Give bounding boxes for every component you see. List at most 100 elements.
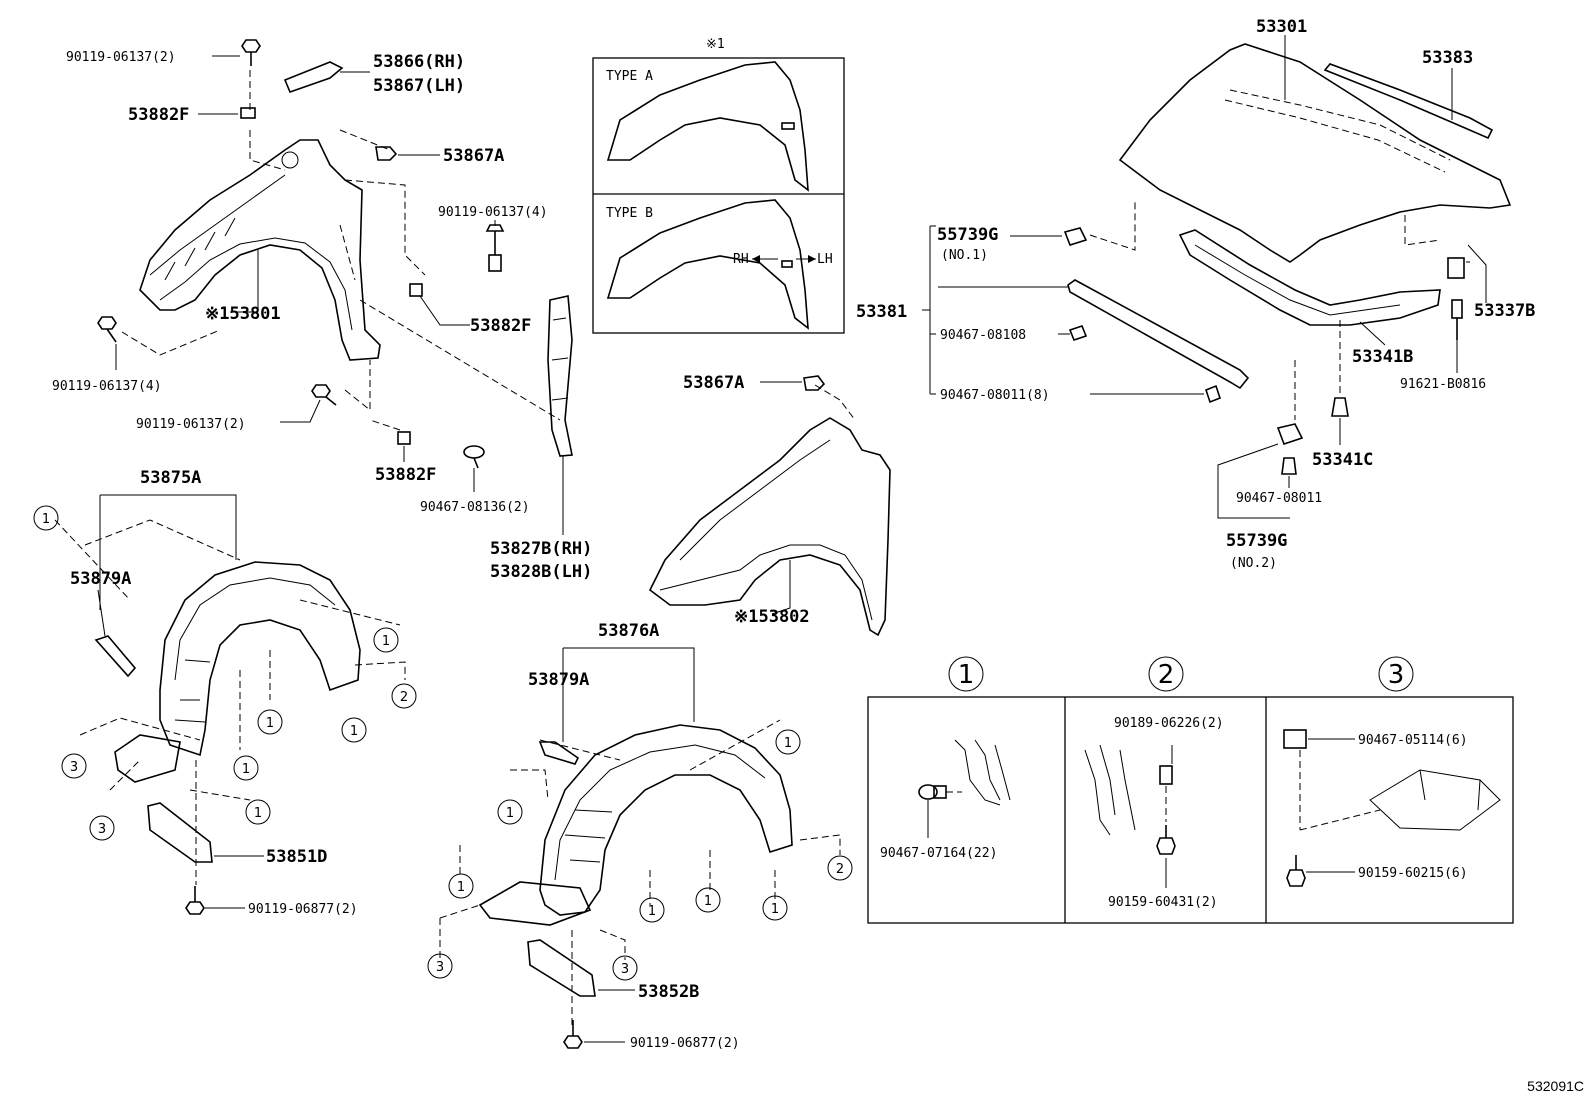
label-53867A-top: 53867A bbox=[443, 146, 504, 166]
callout-1-g: 1 bbox=[775, 729, 801, 755]
rh-lh-arrows bbox=[752, 255, 816, 263]
svg-text:1: 1 bbox=[382, 634, 390, 649]
svg-text:3: 3 bbox=[1388, 660, 1405, 690]
front-fender-53801 bbox=[121, 70, 561, 431]
label-53875A: 53875A bbox=[140, 468, 201, 488]
label-53876A: 53876A bbox=[598, 621, 659, 641]
clip-53341C bbox=[1331, 397, 1349, 417]
callout-1-e: 1 bbox=[233, 755, 259, 781]
svg-text:3: 3 bbox=[70, 760, 78, 775]
label-90467-08011-8: 90467-08011(8) bbox=[940, 388, 1050, 403]
label-90119-06137-4-left: 90119-06137(4) bbox=[52, 379, 162, 394]
svg-text:1: 1 bbox=[958, 660, 975, 690]
cover-53851D bbox=[147, 802, 213, 863]
callout-1-b: 1 bbox=[373, 627, 399, 653]
label-53866: 53866(RH) bbox=[373, 52, 465, 72]
hinge-plate-55739G-1 bbox=[1063, 227, 1088, 246]
svg-text:2: 2 bbox=[836, 862, 844, 877]
label-detail1-bolt: 90467-07164(22) bbox=[880, 846, 997, 861]
callout-1-i: 1 bbox=[448, 873, 474, 899]
label-no2: (NO.2) bbox=[1230, 556, 1277, 571]
label-53383: 53383 bbox=[1422, 48, 1473, 68]
label-detail3-bot: 90159-60215(6) bbox=[1358, 866, 1468, 881]
seal-53882F-top bbox=[240, 107, 256, 119]
detail-panel bbox=[867, 696, 1514, 924]
bumper-53337B bbox=[1447, 257, 1465, 279]
svg-text:3: 3 bbox=[436, 960, 444, 975]
label-90119-06137-2-mid: 90119-06137(2) bbox=[136, 417, 246, 432]
support-bar-53381 bbox=[1067, 279, 1250, 390]
svg-text:1: 1 bbox=[42, 512, 50, 527]
callout-2-a: 2 bbox=[391, 683, 417, 709]
label-55739G-1: 55739G bbox=[937, 225, 998, 245]
label-lh: LH bbox=[817, 252, 833, 267]
callout-3-a: 3 bbox=[61, 753, 87, 779]
svg-text:1: 1 bbox=[266, 716, 274, 731]
svg-text:2: 2 bbox=[1158, 660, 1175, 690]
label-53852B: 53852B bbox=[638, 982, 699, 1002]
clip-90467-08108 bbox=[1068, 325, 1088, 341]
label-detail2-bot: 90159-60431(2) bbox=[1108, 895, 1218, 910]
svg-text:1: 1 bbox=[457, 880, 465, 895]
label-rh: RH bbox=[733, 252, 749, 267]
label-detail2-top: 90189-06226(2) bbox=[1114, 716, 1224, 731]
clip-90467-08011 bbox=[1281, 457, 1297, 475]
label-53801: ※153801 bbox=[205, 304, 281, 324]
clip-90467-08136 bbox=[463, 445, 485, 469]
seal-53882F-mid bbox=[409, 283, 423, 297]
svg-text:3: 3 bbox=[621, 962, 629, 977]
seal-53882F-bot bbox=[397, 431, 411, 445]
svg-text:1: 1 bbox=[648, 904, 656, 919]
svg-text:2: 2 bbox=[400, 690, 408, 705]
front-fender-53802 bbox=[648, 384, 891, 637]
bolt-90119-06137-top bbox=[241, 39, 261, 66]
leader-lines bbox=[97, 35, 1487, 1043]
callout-1-a: 1 bbox=[33, 505, 59, 531]
bracket-53879A-left bbox=[94, 635, 137, 678]
label-53802: ※153802 bbox=[734, 607, 810, 627]
svg-text:1: 1 bbox=[254, 806, 262, 821]
svg-text:1: 1 bbox=[242, 762, 250, 777]
fender-liner-53875A bbox=[54, 519, 406, 801]
label-53337B: 53337B bbox=[1474, 301, 1535, 321]
svg-text:1: 1 bbox=[506, 806, 514, 821]
label-53882F-bot: 53882F bbox=[375, 465, 436, 485]
svg-text:3: 3 bbox=[98, 822, 106, 837]
bolt-90119-06877-mid bbox=[563, 1020, 583, 1049]
svg-text:1: 1 bbox=[704, 894, 712, 909]
label-53381: 53381 bbox=[856, 302, 907, 322]
svg-text:1: 1 bbox=[784, 736, 792, 751]
clip-53866-53867 bbox=[283, 61, 344, 94]
detail-header-2: 2 bbox=[1148, 656, 1184, 692]
label-53851D: 53851D bbox=[266, 847, 327, 867]
label-type-b: TYPE B bbox=[606, 206, 653, 221]
callout-3-c: 3 bbox=[427, 953, 453, 979]
label-53341C: 53341C bbox=[1312, 450, 1373, 470]
label-91621-B0816: 91621-B0816 bbox=[1400, 377, 1486, 392]
part-labels: 90119-06137(2) 53866(RH) 53867(LH) 53882… bbox=[52, 17, 1584, 1094]
bolt-90119-06137-left bbox=[97, 316, 117, 343]
splash-guard-mid bbox=[478, 881, 592, 926]
label-55739G-2: 55739G bbox=[1226, 531, 1287, 551]
callout-1-f: 1 bbox=[245, 799, 271, 825]
svg-text:1: 1 bbox=[771, 902, 779, 917]
label-53341B: 53341B bbox=[1352, 347, 1413, 367]
label-53828B: 53828B(LH) bbox=[490, 562, 592, 582]
label-53882F-mid: 53882F bbox=[470, 316, 531, 336]
callout-3-b: 3 bbox=[89, 815, 115, 841]
inset-title: ※1 bbox=[706, 37, 725, 52]
callout-1-k: 1 bbox=[639, 897, 665, 923]
label-53879A-mid: 53879A bbox=[528, 670, 589, 690]
callout-1-j: 1 bbox=[695, 887, 721, 913]
label-90119-06137-2-top: 90119-06137(2) bbox=[66, 50, 176, 65]
label-53867A-mid: 53867A bbox=[683, 373, 744, 393]
label-90119-06137-4-mid: 90119-06137(4) bbox=[438, 205, 548, 220]
callout-1-l: 1 bbox=[762, 895, 788, 921]
bolt-90119-06137-mid bbox=[485, 224, 505, 272]
label-53827B: 53827B(RH) bbox=[490, 539, 592, 559]
label-90467-08108: 90467-08108 bbox=[940, 328, 1026, 343]
label-90119-06877-mid: 90119-06877(2) bbox=[630, 1036, 740, 1051]
label-53867: 53867(LH) bbox=[373, 76, 465, 96]
callout-1-d: 1 bbox=[341, 717, 367, 743]
